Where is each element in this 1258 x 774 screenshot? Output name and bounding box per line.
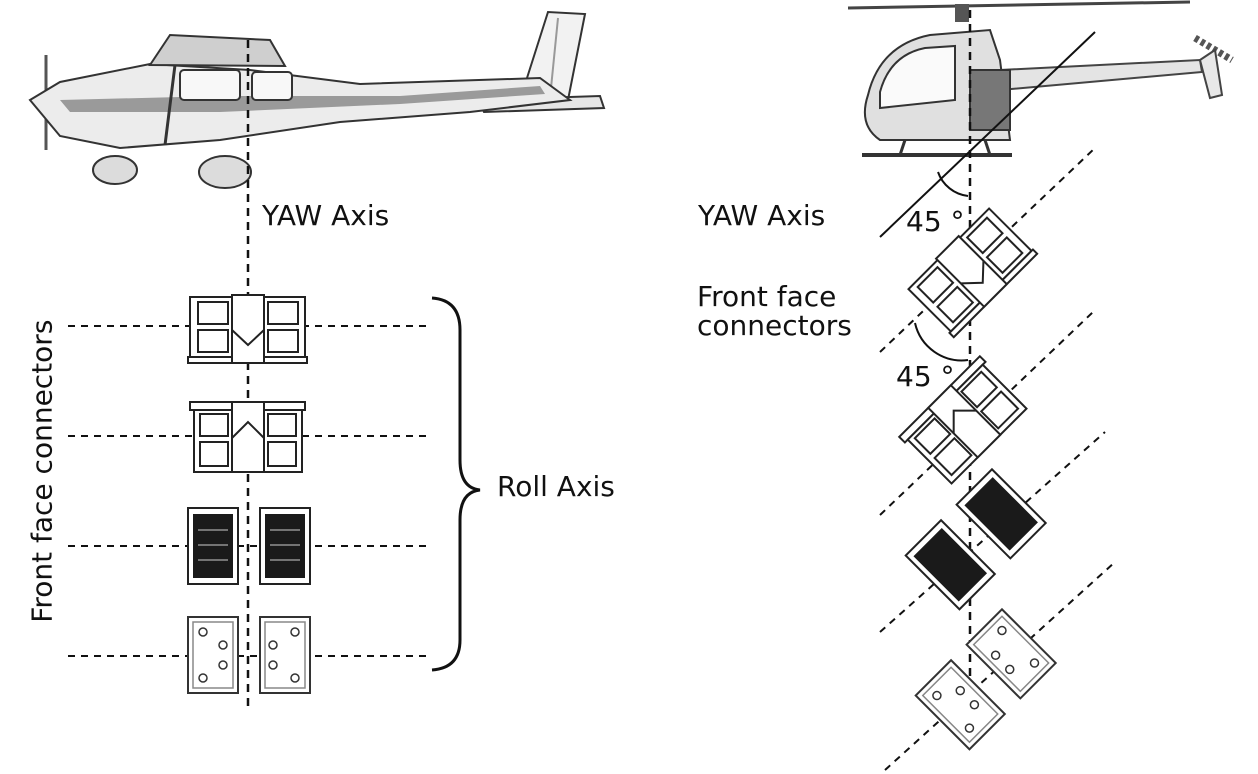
- helicopter-illustration: [847, 0, 1234, 157]
- airplane-front-face-connectors-label: Front face connectors: [25, 319, 59, 623]
- helicopter-unit-2: [897, 354, 1028, 485]
- roll-axis-label: Roll Axis: [497, 470, 615, 503]
- helicopter-unit-4: [914, 607, 1058, 751]
- roll-axis-brace: [431, 296, 481, 672]
- angle-arc-mid: [914, 322, 969, 362]
- angle-arc-top: [937, 171, 969, 197]
- airplane-unit-1: [187, 294, 308, 364]
- airplane-yaw-axis-label: YAW Axis: [262, 199, 390, 232]
- airplane-illustration: [28, 10, 606, 189]
- helicopter-unit-3: [904, 467, 1048, 611]
- airplane-unit-3: [187, 507, 311, 585]
- airplane-unit-2: [189, 401, 306, 473]
- airplane-unit-4: [187, 616, 311, 694]
- helicopter-yaw-axis-label: YAW Axis: [698, 199, 826, 232]
- helicopter-unit-1: [907, 207, 1039, 339]
- airplane-roll-reference-lines: [68, 325, 430, 657]
- helicopter-45-reference-line: [879, 31, 1096, 238]
- angle-45-mid-label: 45 °: [896, 360, 955, 393]
- helicopter-front-face-connectors-label: Front face connectors: [697, 280, 852, 343]
- angle-45-top-label: 45 °: [906, 205, 965, 238]
